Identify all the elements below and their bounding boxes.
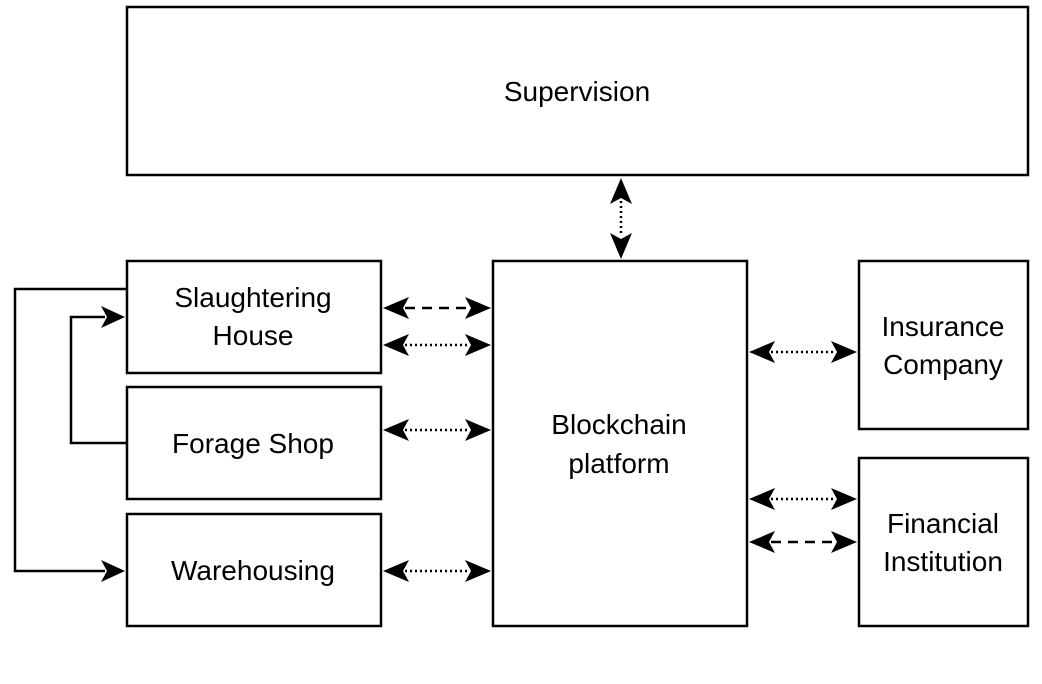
forage-to-slaughtering-connector (69, 306, 127, 445)
supervision-label: Supervision (504, 76, 650, 107)
arrowhead-up (610, 178, 632, 204)
financial-institution-label-line2: Institution (883, 546, 1003, 577)
warehousing-blockchain-connector (383, 560, 491, 582)
insurance-company-label-line2: Company (883, 349, 1003, 380)
blockchain-financial-dashed-connector (749, 531, 857, 553)
slaughtering-blockchain-dashed-connector (383, 297, 491, 319)
arrowhead-right (101, 306, 125, 328)
forage-shop-label: Forage Shop (172, 428, 334, 459)
arrowhead-down (610, 233, 632, 259)
slaughtering-house-label-line2: House (213, 320, 294, 351)
forage-shop-node: Forage Shop (125, 385, 383, 501)
financial-institution-label-line1: Financial (887, 508, 999, 539)
financial-institution-node: Financial Institution (857, 456, 1030, 628)
slaughtering-house-node: Slaughtering House (125, 259, 383, 375)
blockchain-insurance-connector (749, 341, 857, 363)
insurance-company-label-line1: Insurance (882, 311, 1005, 342)
blockchain-platform-label-line2: platform (568, 448, 669, 479)
blockchain-platform-node: Blockchain platform (491, 259, 749, 628)
arrowhead-right (101, 560, 125, 582)
forage-blockchain-connector (383, 419, 491, 441)
supervision-blockchain-connector (610, 178, 632, 259)
supervision-node: Supervision (125, 5, 1030, 177)
slaughtering-to-warehousing-connector (13, 287, 127, 582)
insurance-company-node: Insurance Company (857, 259, 1030, 431)
warehousing-label: Warehousing (171, 555, 335, 586)
warehousing-node: Warehousing (125, 512, 383, 628)
blockchain-financial-dotted-connector (749, 488, 857, 510)
slaughtering-blockchain-dotted-connector (383, 334, 491, 356)
blockchain-platform-label-line1: Blockchain (551, 409, 686, 440)
slaughtering-house-label-line1: Slaughtering (174, 282, 331, 313)
